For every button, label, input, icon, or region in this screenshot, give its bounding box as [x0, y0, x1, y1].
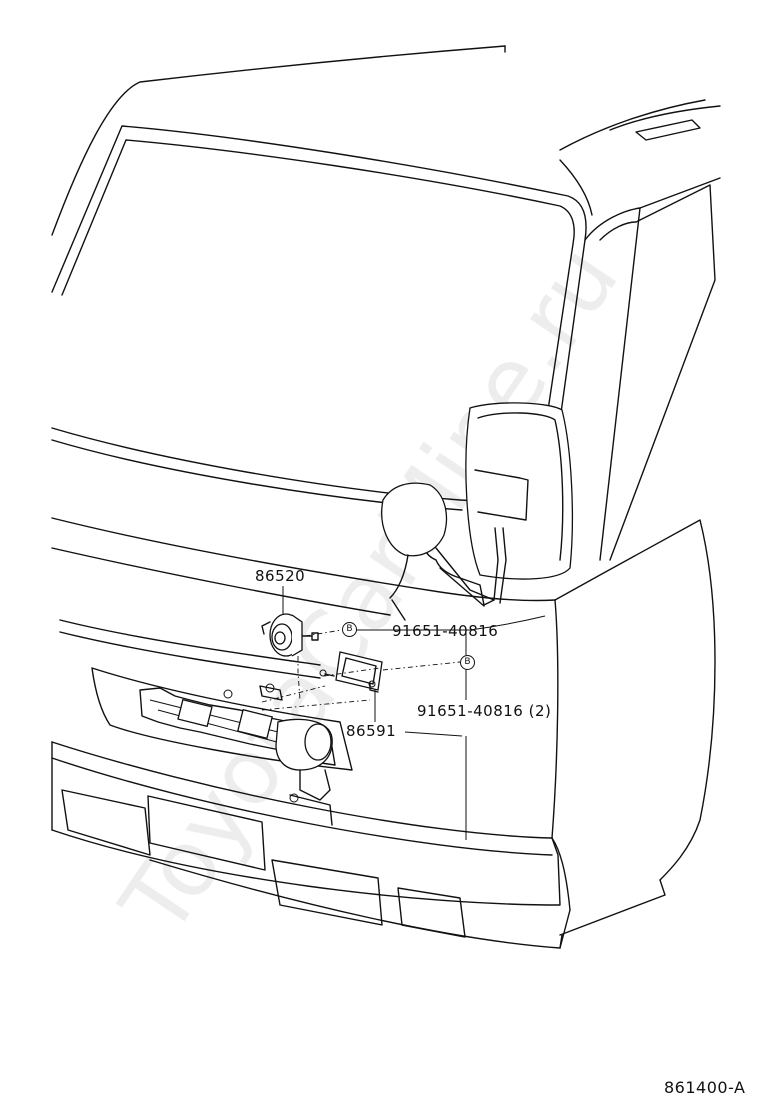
- hood-line: [51, 517, 556, 602]
- diagram-code: 861400-A: [664, 1078, 746, 1097]
- front-panel-right: [551, 599, 559, 839]
- bolt-symbol-lower: B: [460, 655, 475, 670]
- leader-bolt-upper: [355, 615, 546, 631]
- roof-marker-lamp: [635, 119, 701, 141]
- bumper-opening-2: [147, 795, 266, 871]
- horn-86520: [261, 613, 319, 657]
- windshield-frame: [51, 125, 587, 421]
- label-86591: 86591: [346, 722, 397, 740]
- front-bumper: [51, 741, 561, 906]
- bumper-opening-1: [61, 789, 151, 856]
- a-pillar: [584, 207, 641, 561]
- bumper-opening-4: [397, 887, 466, 938]
- bolt-symbol-upper: B: [342, 622, 357, 637]
- label-91651-40816: 91651-40816: [392, 622, 499, 640]
- cab-roof: [51, 45, 506, 236]
- label-86520: 86520: [255, 567, 306, 585]
- under-mirror: [381, 482, 448, 557]
- label-91651-40816-2: 91651-40816 (2): [417, 702, 552, 720]
- side-mirror: [424, 402, 574, 607]
- side-window: [599, 184, 716, 561]
- bumper-opening-3: [271, 859, 383, 926]
- bracket-86591: [319, 651, 383, 693]
- windshield-glass: [61, 139, 575, 411]
- radiator-support: [139, 687, 336, 766]
